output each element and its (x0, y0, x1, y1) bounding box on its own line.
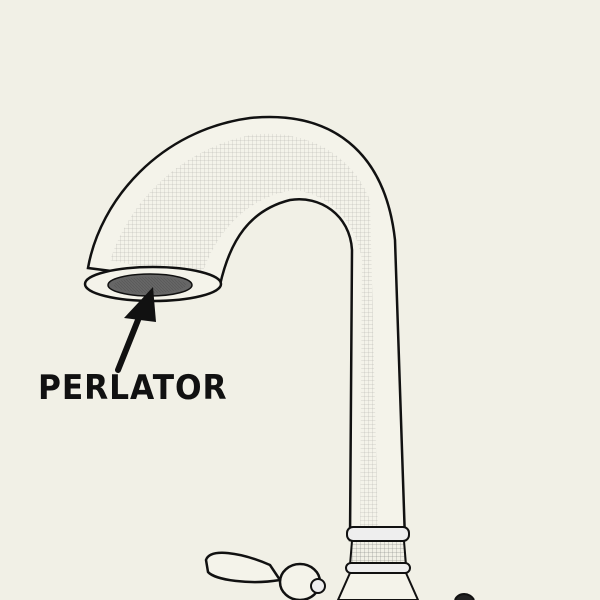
faucet-handle-left (204, 551, 326, 600)
faucet-handle-right (454, 593, 475, 600)
perlator-label: PERLATOR (38, 368, 228, 408)
annotation-arrow-icon (115, 287, 156, 373)
faucet-spout (83, 115, 407, 542)
faucet-base (336, 526, 420, 600)
